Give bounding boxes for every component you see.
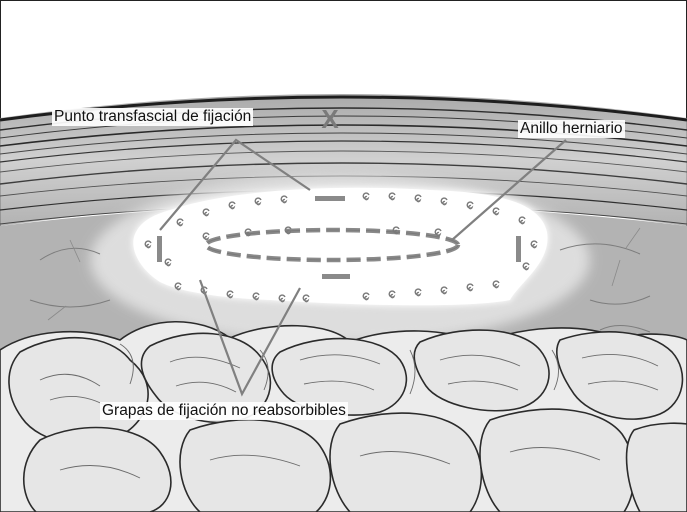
label-transfascial: Punto transfascial de fijación [52, 108, 253, 126]
transfascial-point-bottom [322, 274, 350, 279]
transfascial-point-left [157, 236, 162, 262]
x-marker: X [321, 104, 339, 134]
mesh [133, 188, 547, 305]
transfascial-point-right [516, 236, 521, 262]
label-anillo: Anillo herniario [518, 120, 625, 138]
transfascial-point-top [315, 196, 345, 201]
label-grapas: Grapas de fijación no reabsorbibles [100, 402, 348, 420]
